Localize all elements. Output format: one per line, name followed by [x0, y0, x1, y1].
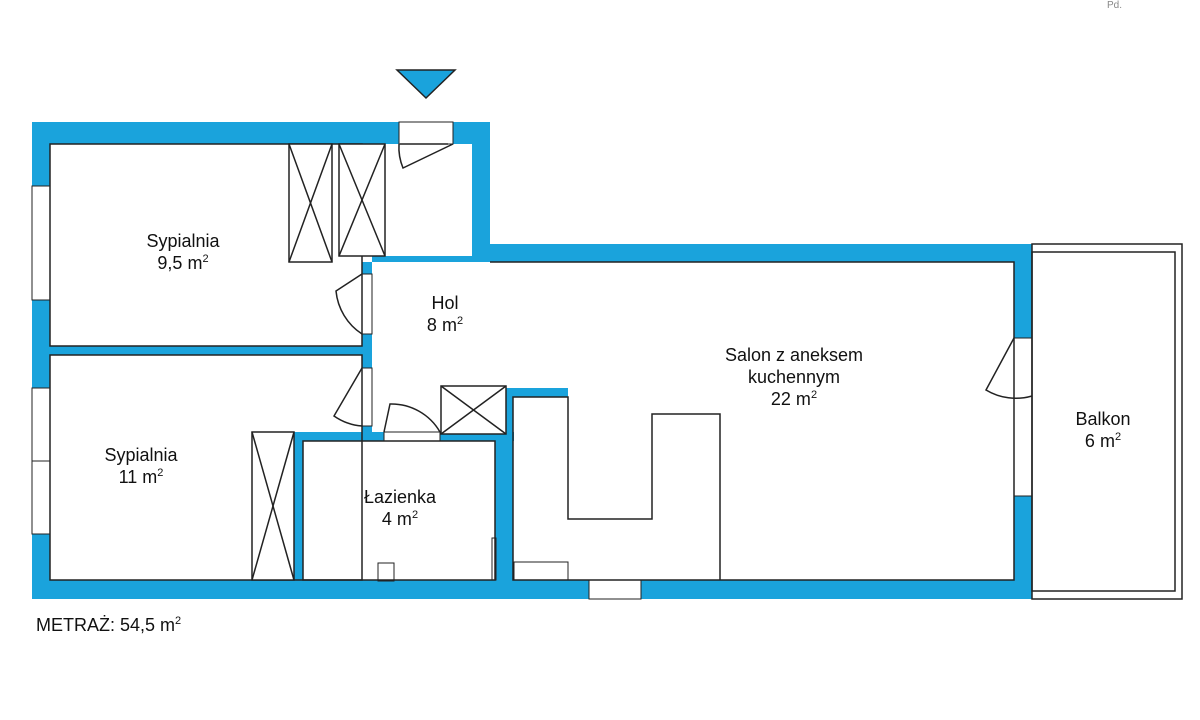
- room-name-line-2: kuchennym: [747, 367, 841, 387]
- room-label-living-room: Salon z aneksem kuchennym 22 m2: [725, 344, 863, 410]
- room-name: Sypialnia: [104, 445, 178, 465]
- room-outlines: [49, 143, 1183, 600]
- room-area: 9,5 m2: [157, 253, 209, 273]
- room-name: Salon z aneksem: [724, 345, 864, 365]
- total-area: METRAŻ: 54,5 m2: [36, 615, 182, 635]
- room-area: 11 m2: [118, 467, 164, 487]
- room-area: 4 m2: [381, 509, 419, 529]
- room-area: 22 m2: [770, 389, 818, 409]
- room-label-balcony: Balkon 6 m2: [1075, 408, 1130, 452]
- walls: [32, 122, 1032, 599]
- room-name: Łazienka: [363, 487, 437, 507]
- room-label-bedroom-2: Sypialnia 11 m2: [104, 444, 177, 488]
- north-label: Pd.: [1107, 0, 1123, 11]
- room-label-bedroom-1: Sypialnia 9,5 m2: [146, 230, 219, 274]
- wardrobes: [251, 143, 507, 581]
- door-swings: [333, 143, 1033, 433]
- entrance-marker: [395, 69, 457, 100]
- room-area: 6 m2: [1084, 431, 1122, 451]
- room-name: Sypialnia: [146, 231, 220, 251]
- room-name: Hol: [431, 293, 459, 313]
- room-area: 8 m2: [426, 315, 464, 335]
- openings: [31, 121, 1033, 600]
- room-name: Balkon: [1075, 409, 1131, 429]
- room-label-hall: Hol 8 m2: [427, 292, 463, 336]
- room-label-bathroom: Łazienka 4 m2: [364, 486, 436, 530]
